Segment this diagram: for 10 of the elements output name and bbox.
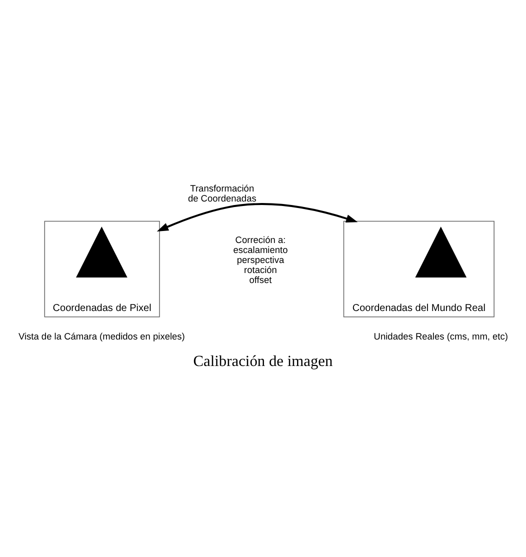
edge-label: Transformación de Coordenadas [188,182,256,204]
caption: Calibración de imagen [193,352,333,370]
node-triangle [76,226,128,278]
node-triangle [415,226,467,278]
cluster: Coordenadas del Mundo Real [343,220,494,317]
arrow [156,202,358,231]
label: Correción a: escalamiento perspectiva rotación offset [233,234,288,285]
cluster: Coordenadas de Pixel [44,220,160,317]
node-label: Vista de la Cámara (medidos en pixeles) [18,330,185,341]
node-label: Unidades Reales (cms, mm, etc) [374,330,508,341]
